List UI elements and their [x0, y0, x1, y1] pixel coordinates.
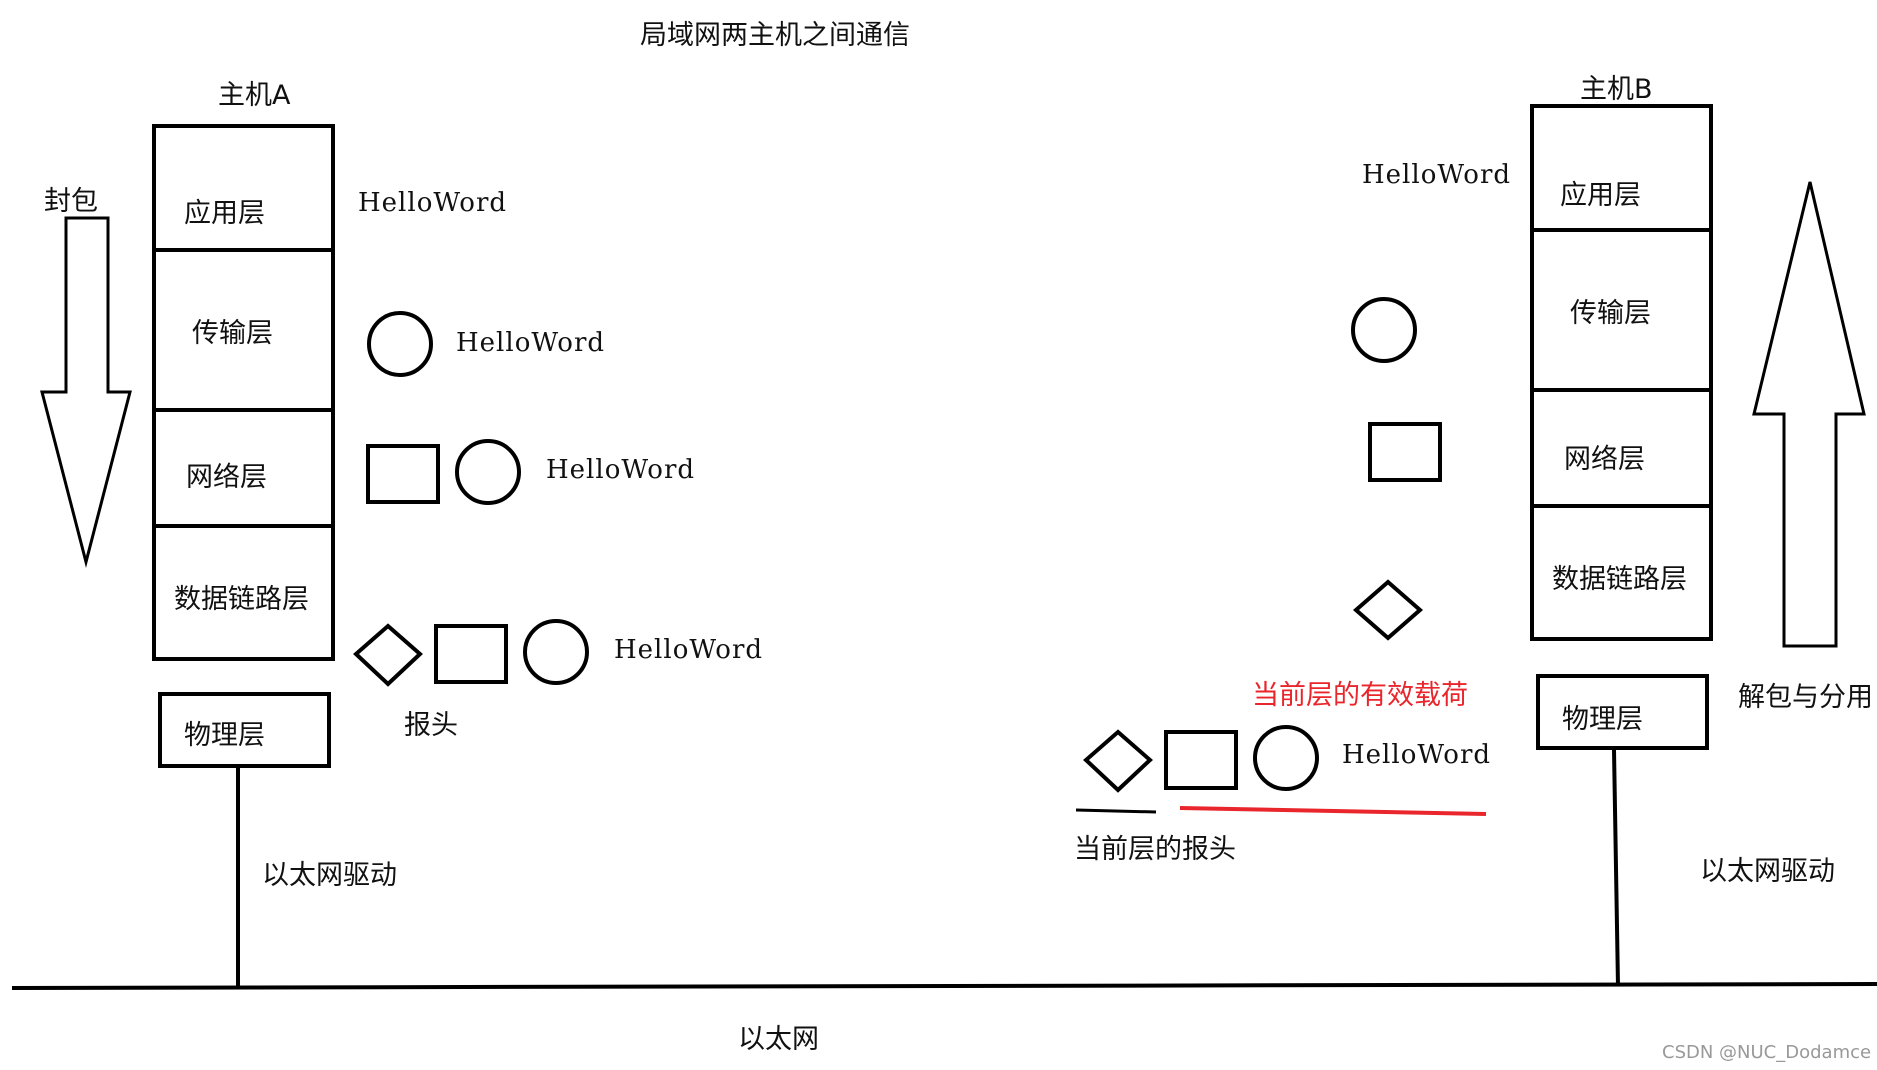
- host-a-physical-layer: 物理层: [158, 692, 331, 768]
- transport-header-icon: [367, 311, 433, 377]
- network-header-icon: [1164, 730, 1238, 790]
- host-b-network-label: 网络层: [1564, 444, 1645, 475]
- host-a-app-payload: HelloWord: [358, 188, 508, 218]
- datalink-header-icon: [353, 623, 423, 687]
- encapsulate-arrow-icon: [40, 216, 132, 568]
- host-b-application-label: 应用层: [1560, 180, 1641, 211]
- host-b-datalink-layer: 数据链路层: [1530, 504, 1713, 641]
- host-a-direction-label: 封包: [44, 186, 98, 217]
- host-b-physical-label: 物理层: [1562, 704, 1643, 735]
- host-a-network-payload: HelloWord: [546, 455, 696, 485]
- host-a-application-label: 应用层: [184, 198, 265, 229]
- host-a-label: 主机A: [218, 80, 291, 111]
- payload-annotation: 当前层的有效载荷: [1252, 680, 1468, 711]
- payload-underline: [1179, 806, 1487, 816]
- host-b-label: 主机B: [1580, 74, 1653, 105]
- host-a-datalink-layer: 数据链路层: [152, 524, 335, 661]
- transport-header-icon: [523, 619, 589, 685]
- host-a-datalink-label: 数据链路层: [174, 584, 309, 615]
- header-underline: [1075, 808, 1157, 814]
- network-header-icon: [434, 624, 508, 684]
- host-a-physical-label: 物理层: [184, 720, 265, 751]
- watermark: CSDN @NUC_Dodamce: [1662, 1042, 1872, 1063]
- host-b-datalink-label: 数据链路层: [1552, 564, 1687, 595]
- network-header-icon: [1368, 422, 1442, 482]
- host-b-direction-label: 解包与分用: [1738, 682, 1873, 713]
- host-a-transport-label: 传输层: [192, 318, 273, 349]
- network-header-icon: [366, 444, 440, 504]
- transport-header-icon: [1253, 725, 1319, 791]
- ethernet-bus: [11, 982, 1877, 990]
- host-b-transport-label: 传输层: [1570, 298, 1651, 329]
- host-b-cable: [1612, 749, 1620, 987]
- datalink-header-icon: [1352, 579, 1424, 641]
- host-a-driver-label: 以太网驱动: [262, 860, 397, 891]
- host-b-datalink-payload: HelloWord: [1342, 740, 1492, 770]
- decapsulate-arrow-icon: [1752, 181, 1866, 648]
- host-a-network-label: 网络层: [186, 462, 267, 493]
- diagram-title: 局域网两主机之间通信: [640, 20, 910, 51]
- transport-header-icon: [455, 439, 521, 505]
- host-a-transport-payload: HelloWord: [456, 328, 606, 358]
- datalink-header-icon: [1083, 729, 1153, 793]
- header-label: 报头: [404, 710, 458, 741]
- host-b-app-payload: HelloWord: [1362, 160, 1512, 190]
- host-b-driver-label: 以太网驱动: [1700, 856, 1835, 887]
- host-a-datalink-payload: HelloWord: [614, 635, 764, 665]
- host-b-physical-layer: 物理层: [1536, 674, 1709, 750]
- transport-header-icon: [1351, 297, 1417, 363]
- network-label: 以太网: [738, 1024, 819, 1055]
- header-annotation: 当前层的报头: [1074, 834, 1236, 865]
